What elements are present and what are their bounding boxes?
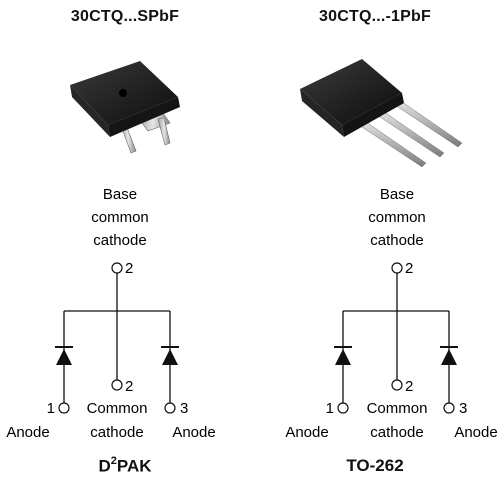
pin1-terminal [58, 402, 70, 414]
pin1-name: Anode [285, 424, 328, 441]
pin3-terminal [443, 402, 455, 414]
pin1-name: Anode [6, 424, 49, 441]
base-label-line2: common [368, 209, 426, 226]
diode-right [440, 346, 458, 365]
pin2-terminal [391, 379, 403, 391]
pin2-name-line1: Common [367, 400, 428, 417]
pin2-number: 2 [405, 378, 413, 395]
to262-schematic: Base common cathode 2 1 [285, 186, 497, 441]
pin3-terminal [164, 402, 176, 414]
pin2-name-line2: cathode [90, 424, 143, 441]
pin1-terminal [337, 402, 349, 414]
package-name-to262: TO-262 [346, 456, 404, 475]
package-name-d2pak: D2PAK [98, 455, 152, 476]
base-pin-number: 2 [125, 260, 133, 277]
pin1-number: 1 [47, 400, 55, 417]
part-number-to262: 30CTQ...-1PbF [319, 8, 431, 25]
to262-panel: 30CTQ...-1PbF Ba [250, 0, 500, 489]
pin3-number: 3 [459, 400, 467, 417]
d2pak-schematic: Base common cathode 2 [6, 186, 215, 441]
base-label-line3: cathode [370, 232, 423, 249]
base-label-line1: Base [380, 186, 414, 203]
pin1-number: 1 [326, 400, 334, 417]
base-pin-terminal [111, 262, 123, 274]
pin2-terminal [111, 379, 123, 391]
pin2-number: 2 [125, 378, 133, 395]
pin2-name-line1: Common [87, 400, 148, 417]
pin3-name: Anode [172, 424, 215, 441]
pin3-number: 3 [180, 400, 188, 417]
pin2-name-line2: cathode [370, 424, 423, 441]
diode-right [161, 346, 179, 365]
d2pak-package-image [70, 61, 180, 154]
to262-package-image [300, 59, 463, 168]
diode-left [334, 346, 352, 365]
base-label-line1: Base [103, 186, 137, 203]
base-pin-number: 2 [405, 260, 413, 277]
diode-left [55, 346, 73, 365]
base-label-line3: cathode [93, 232, 146, 249]
part-number-d2pak: 30CTQ...SPbF [70, 8, 180, 25]
pin3-name: Anode [454, 424, 497, 441]
base-pin-terminal [391, 262, 403, 274]
base-label-line2: common [91, 209, 149, 226]
d2pak-panel: 30CTQ...SPbF [6, 8, 215, 476]
